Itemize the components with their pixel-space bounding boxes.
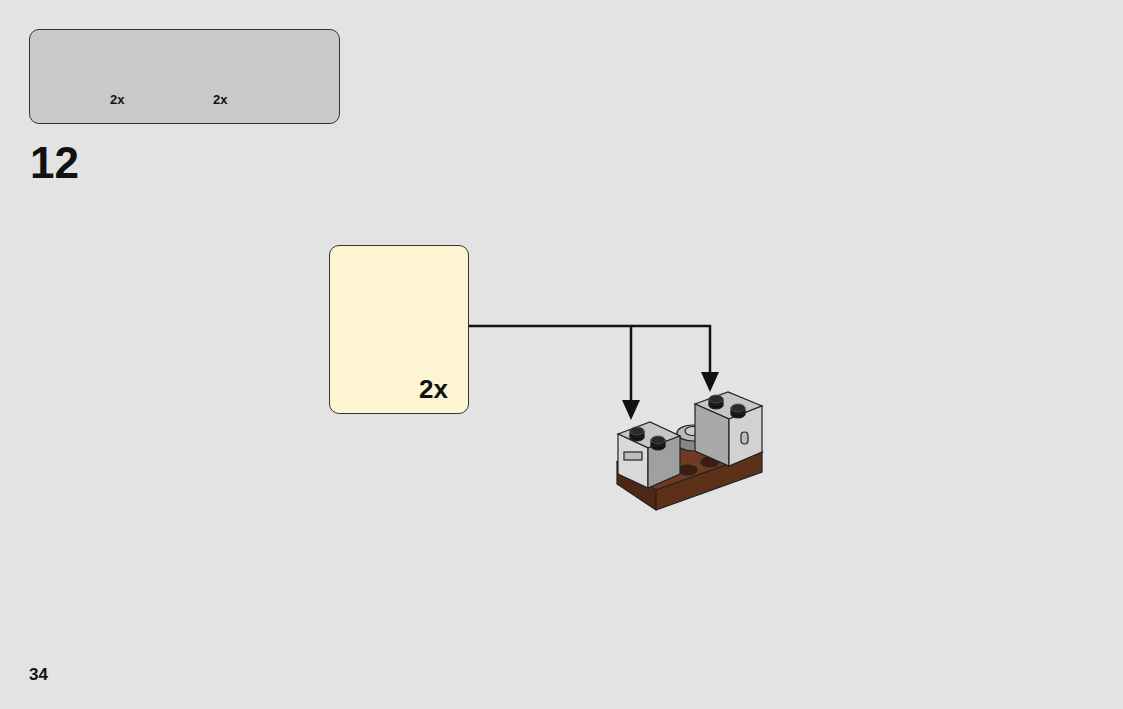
placement-arrows [469,326,719,420]
quantity-label: 2x [110,93,124,106]
callout-box: 2x [329,245,469,414]
quantity-label: 2x [213,93,227,106]
quantity-label: 2x [419,376,448,402]
model-assembly [617,392,762,510]
page-number: 34 [29,666,48,683]
step-number: 12 [30,141,79,185]
parts-list-box: 2x 2x [29,29,340,124]
